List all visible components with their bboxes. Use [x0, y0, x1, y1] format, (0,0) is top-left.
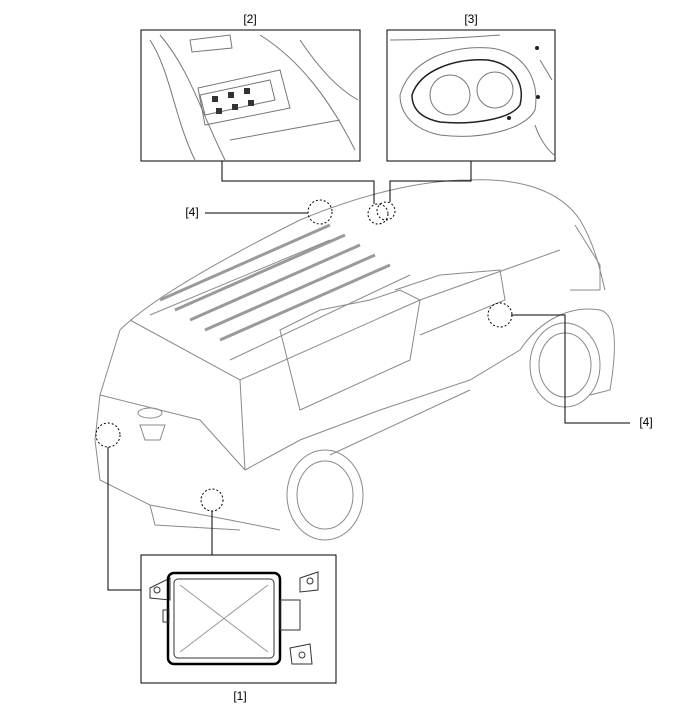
label-item-3: [3] — [464, 12, 478, 26]
vehicle-drawing — [94, 179, 615, 541]
callout-circle-4-roof — [307, 199, 333, 225]
leader-lines — [107, 161, 630, 591]
callout-circle-1b — [200, 488, 224, 512]
label-item-4-side: [4] — [639, 415, 653, 429]
inset-instrument-cluster — [386, 29, 556, 162]
callout-circle-2 — [367, 203, 389, 225]
label-item-4-roof: [4] — [185, 205, 199, 219]
label-item-2: [2] — [243, 12, 257, 26]
callout-circle-4-side — [487, 302, 513, 328]
inset-switch-panel — [140, 29, 361, 162]
callout-circle-1a — [95, 422, 121, 448]
callout-circle-3 — [376, 201, 396, 221]
label-item-1: [1] — [233, 689, 247, 703]
inset-control-unit — [140, 554, 337, 684]
